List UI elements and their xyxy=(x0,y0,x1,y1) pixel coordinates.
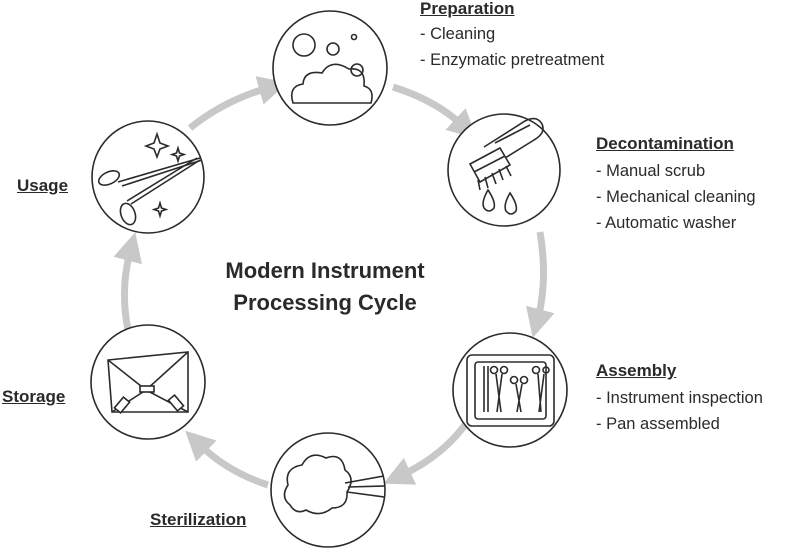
arrow-sterilization-to-storage xyxy=(185,430,270,489)
stage-sterilization: Sterilization xyxy=(150,510,246,530)
stage-decontamination-title: Decontamination xyxy=(596,134,734,153)
bubbles-icon xyxy=(272,10,388,126)
stage-preparation-item: - Enzymatic pretreatment xyxy=(420,51,605,69)
stage-sterilization-title: Sterilization xyxy=(150,510,247,529)
stage-decontamination-item: - Manual scrub xyxy=(596,162,706,180)
stage-preparation-title: Preparation xyxy=(420,0,515,18)
arrow-storage-to-usage xyxy=(113,232,142,331)
arrow-decontamination-to-assembly xyxy=(526,231,555,338)
stage-preparation: Preparation - Cleaning - Enzymatic pretr… xyxy=(420,0,604,73)
stage-assembly-item: - Instrument inspection xyxy=(596,389,763,407)
wrapped-package-icon xyxy=(90,324,206,440)
stage-decontamination-item: - Automatic washer xyxy=(596,214,737,232)
stage-decontamination-items: - Manual scrub - Mechanical cleaning - A… xyxy=(596,158,756,236)
stage-assembly-title: Assembly xyxy=(596,361,677,380)
steam-cloud-icon xyxy=(270,432,386,548)
cycle-title-line-1: Modern Instrument xyxy=(225,258,425,283)
stage-usage: Usage xyxy=(17,176,68,196)
cycle-title-line-2: Processing Cycle xyxy=(233,290,417,315)
cycle-title: Modern Instrument Processing Cycle xyxy=(175,255,475,319)
arrow-assembly-to-sterilization xyxy=(383,416,473,485)
stage-preparation-item: - Cleaning xyxy=(420,25,496,43)
stage-decontamination-item: - Mechanical cleaning xyxy=(596,188,756,206)
scrub-brush-icon xyxy=(447,113,561,227)
instrument-tray-icon xyxy=(452,332,568,448)
arrow-preparation-to-decontamination xyxy=(391,83,478,139)
stage-assembly-item: - Pan assembled xyxy=(596,415,720,433)
stage-storage: Storage xyxy=(2,387,65,407)
surgical-clamp-icon xyxy=(91,120,205,234)
arrow-usage-to-preparation xyxy=(187,76,288,131)
stage-assembly: Assembly - Instrument inspection - Pan a… xyxy=(596,361,763,437)
stage-storage-title: Storage xyxy=(2,387,66,406)
stage-preparation-items: - Cleaning - Enzymatic pretreatment xyxy=(420,21,604,73)
stage-assembly-items: - Instrument inspection - Pan assembled xyxy=(596,385,763,437)
stage-decontamination: Decontamination - Manual scrub - Mechani… xyxy=(596,134,756,236)
stage-usage-title: Usage xyxy=(17,176,69,195)
